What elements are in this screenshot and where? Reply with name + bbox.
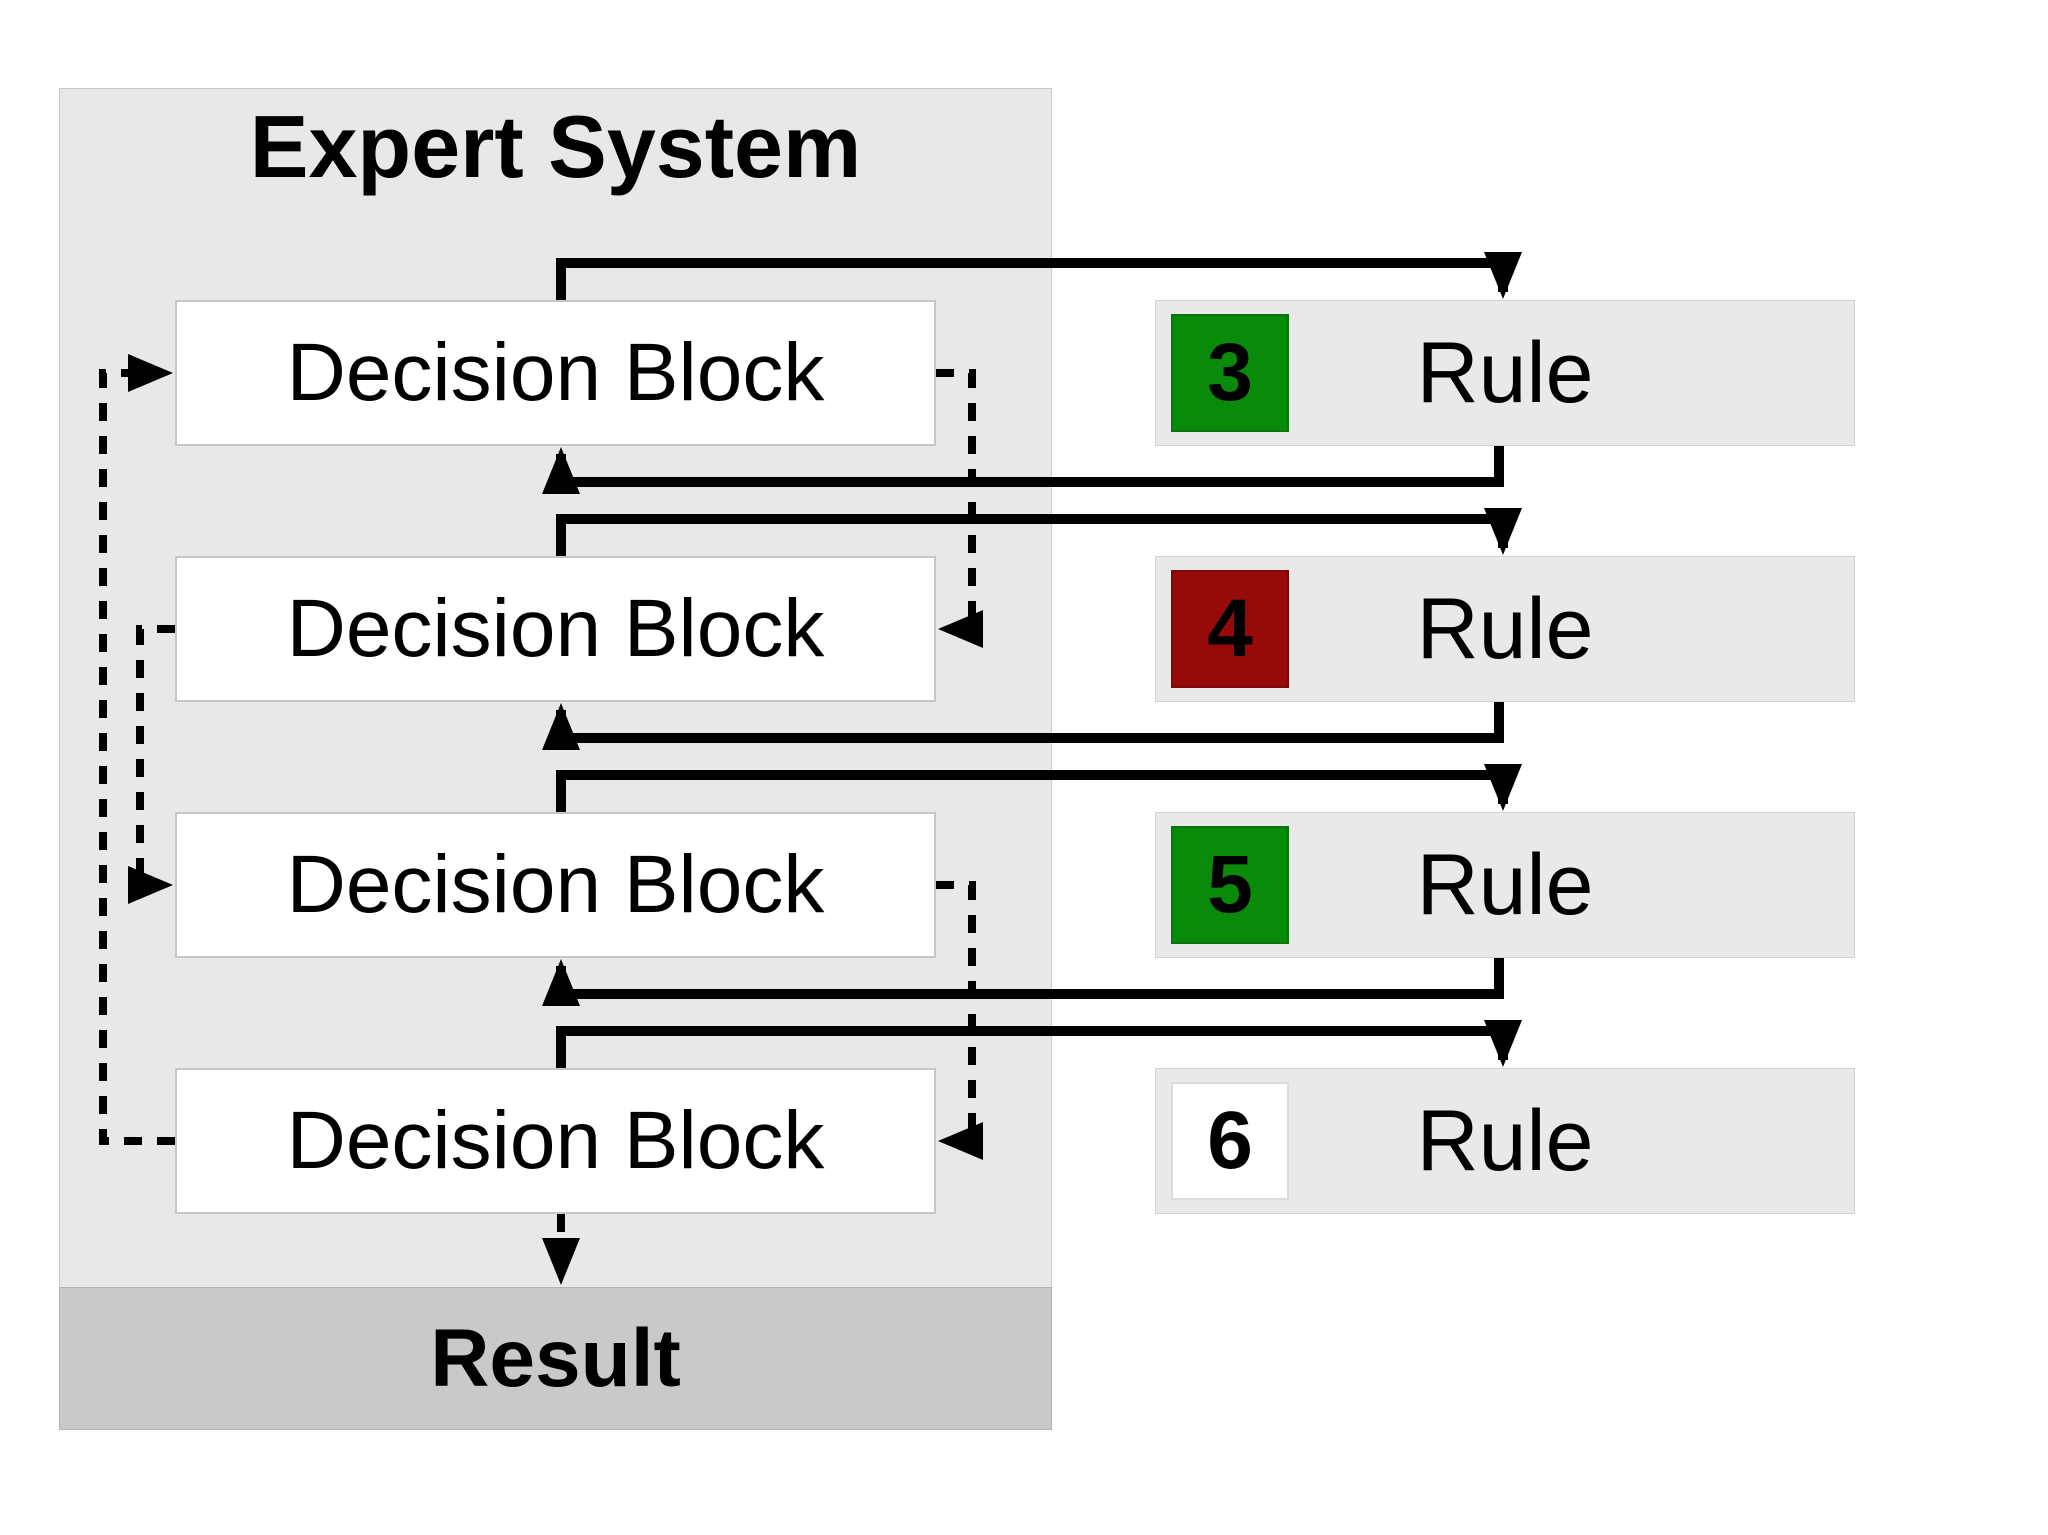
decision-block-4: Decision Block	[175, 1068, 936, 1214]
rule-1-number-square: 3	[1171, 314, 1289, 432]
rule-box-3: 5 Rule	[1155, 812, 1855, 958]
decision-block-3: Decision Block	[175, 812, 936, 958]
rule-4-number-square: 6	[1171, 1082, 1289, 1200]
rule-box-2: 4 Rule	[1155, 556, 1855, 702]
expert-system-title: Expert System	[249, 97, 862, 196]
expert-system-container	[59, 88, 1052, 1430]
result-bar: Result	[59, 1287, 1052, 1430]
decision-block-1: Decision Block	[175, 300, 936, 446]
rule-1-label: Rule	[1416, 324, 1594, 421]
decision-block-2: Decision Block	[175, 556, 936, 702]
rule-box-1: 3 Rule	[1155, 300, 1855, 446]
rule-2-label: Rule	[1416, 580, 1594, 677]
rule-4-label: Rule	[1416, 1092, 1594, 1189]
rule-2-number-square: 4	[1171, 570, 1289, 688]
rule-3-number-square: 5	[1171, 826, 1289, 944]
rule-3-label: Rule	[1416, 836, 1594, 933]
rule-box-4: 6 Rule	[1155, 1068, 1855, 1214]
